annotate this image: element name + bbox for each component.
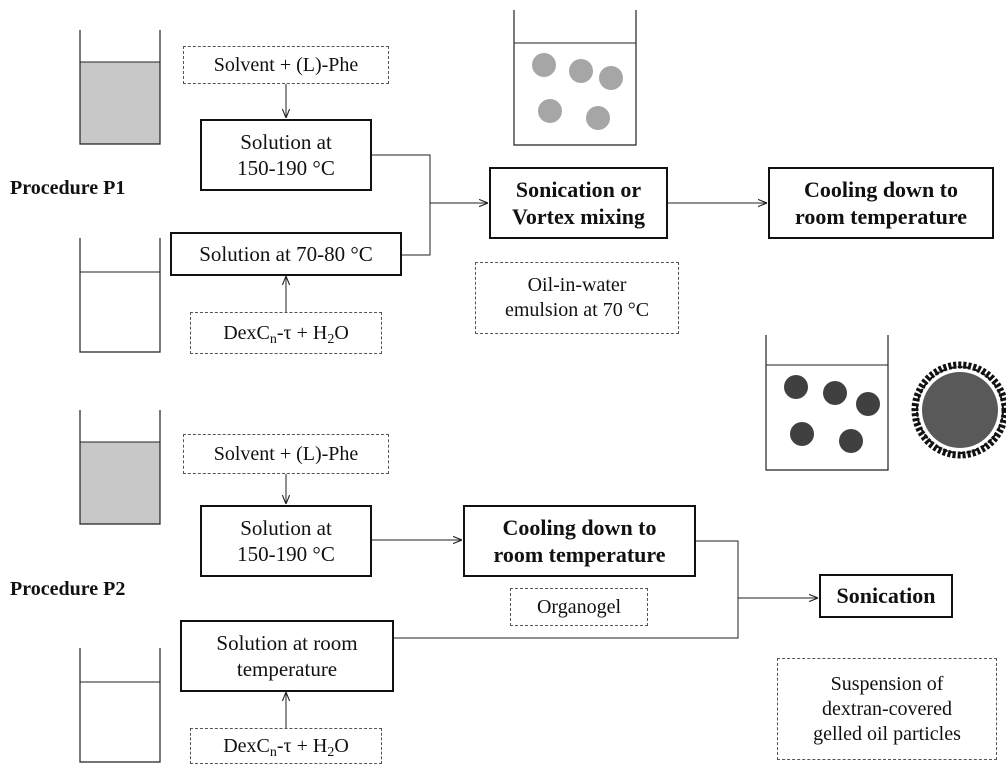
p2-hot-solution-box: Solution at 150-190 °C [200,505,372,577]
dextran-covered-particle [911,361,1006,459]
connector-warm-solution-p1 [402,203,431,256]
beaker-empty-p2 [79,648,161,763]
p1-warm-solution-box: Solution at 70-80 °C [170,232,402,276]
beaker-emulsion [513,10,637,146]
emulsion-droplet [586,106,610,130]
procedure-p2-label: Procedure P2 [10,578,126,600]
gel-particle [839,429,863,453]
p2-dextran-water-box: DexCn-τ + H2O [190,728,382,764]
emulsion-droplet [532,53,556,77]
beaker-filled-p2 [79,410,161,525]
connector-cooling-p2 [696,540,739,598]
p2-organogel-note: Organogel [510,588,648,626]
p2-sonication-box: Sonication [819,574,953,618]
p1-solvent-box: Solvent + (L)-Phe [183,46,389,84]
gel-particle [856,392,880,416]
beaker-filled-p1 [79,30,161,145]
gel-particle [784,375,808,399]
p2-cooling-box: Cooling down to room temperature [463,505,696,577]
p1-mixing-box: Sonication or Vortex mixing [489,167,668,239]
emulsion-droplet [569,59,593,83]
emulsion-droplet [599,66,623,90]
connector-rt-solution-p2 [394,598,739,639]
gel-particle [790,422,814,446]
p1-emulsion-note: Oil-in-water emulsion at 70 °C [475,262,679,334]
p1-dextran-water-box: DexCn-τ + H2O [190,312,382,354]
beaker-gel-particles [765,335,889,471]
p1-hot-solution-box: Solution at 150-190 °C [200,119,372,191]
procedure-p1-label: Procedure P1 [10,177,126,199]
p1-cooling-box: Cooling down to room temperature [768,167,994,239]
p2-rt-solution-box: Solution at room temperature [180,620,394,692]
p2-solvent-box: Solvent + (L)-Phe [183,434,389,474]
emulsion-droplet [538,99,562,123]
beaker-empty-p1 [79,238,161,353]
gel-particle [823,381,847,405]
p2-suspension-note: Suspension of dextran-covered gelled oil… [777,658,997,760]
connector-hot-solution-p1 [372,154,431,203]
